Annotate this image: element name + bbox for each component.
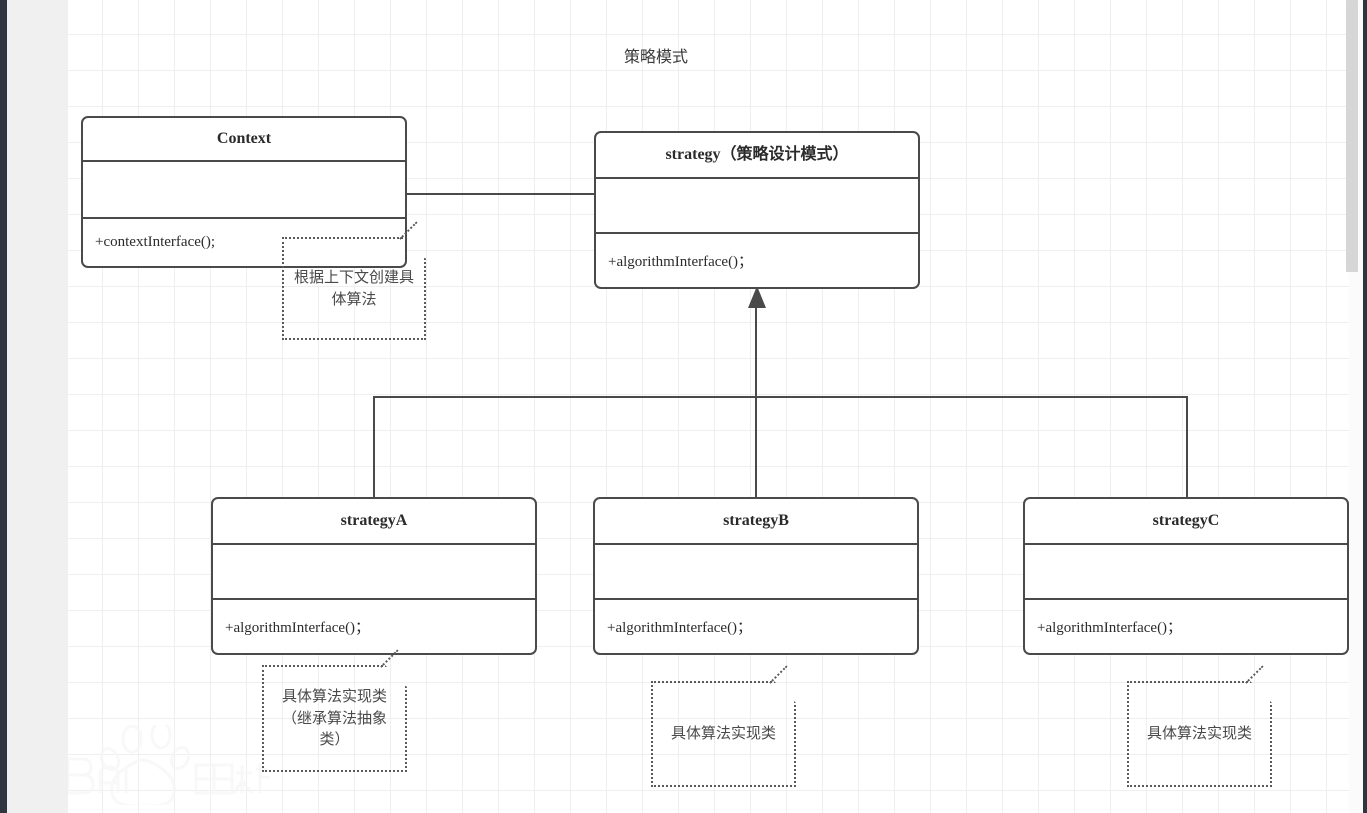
uml-operations-strategy: +algorithmInterface()；: [608, 254, 754, 270]
generalization-drop-line-strategy-b: [755, 396, 758, 498]
generalization-stem-line: [755, 307, 758, 399]
uml-class-name-strategy-b: strategyB: [595, 499, 917, 545]
window-left-rail: [0, 0, 7, 813]
generalization-drop-line-strategy-c: [1186, 396, 1189, 498]
uml-attributes-strategy-a: [213, 545, 535, 600]
page-left-margin: [7, 0, 68, 813]
vertical-scrollbar-thumb[interactable]: [1346, 0, 1358, 272]
vertical-scrollbar-track[interactable]: [1346, 0, 1363, 813]
uml-operations-context: +contextInterface();: [95, 234, 216, 250]
uml-note-strategy-b[interactable]: 具体算法实现类: [651, 665, 804, 787]
diagram-title: 策略模式: [624, 47, 689, 66]
uml-note-context[interactable]: 根据上下文创建具体算法: [282, 221, 434, 340]
uml-note-strategy-a[interactable]: 具体算法实现类（继承算法抽象类）: [262, 649, 415, 772]
note-border: [262, 665, 407, 772]
uml-operations-strategy-c: +algorithmInterface()；: [1037, 620, 1183, 636]
uml-attributes-strategy-c: [1025, 545, 1347, 600]
uml-class-strategy-a[interactable]: strategyA +algorithmInterface()；: [211, 497, 537, 655]
uml-attributes-context: [83, 162, 405, 219]
uml-note-strategy-c[interactable]: 具体算法实现类: [1127, 665, 1280, 787]
uml-class-strategy[interactable]: strategy（策略设计模式） +algorithmInterface()；: [594, 131, 920, 289]
uml-class-name-strategy: strategy（策略设计模式）: [596, 133, 918, 179]
uml-note-text-context: 根据上下文创建具体算法: [293, 267, 414, 308]
uml-class-name-strategy-a: strategyA: [213, 499, 535, 545]
baidu-baike-watermark-icon: [68, 720, 280, 808]
generalization-arrowhead-icon: [748, 286, 766, 308]
uml-class-strategy-c[interactable]: strategyC +algorithmInterface()；: [1023, 497, 1349, 655]
uml-class-context[interactable]: Context +contextInterface();: [81, 116, 407, 268]
uml-class-strategy-b[interactable]: strategyB +algorithmInterface()；: [593, 497, 919, 655]
uml-note-text-strategy-a: 具体算法实现类（继承算法抽象类）: [281, 686, 387, 749]
window-right-rail: [1363, 0, 1367, 813]
diagram-canvas: 策略模式 Context +contextInterface(); strate…: [68, 0, 1349, 813]
uml-note-text-strategy-c: 具体算法实现类: [1146, 724, 1252, 743]
uml-attributes-strategy: [596, 179, 918, 234]
uml-class-name-strategy-c: strategyC: [1025, 499, 1347, 545]
note-border: [1127, 681, 1272, 787]
note-border: [651, 681, 796, 787]
generalization-bus-line: [373, 396, 1188, 399]
uml-class-name-context: Context: [83, 118, 405, 162]
uml-note-text-strategy-b: 具体算法实现类: [670, 724, 776, 743]
uml-operations-strategy-a: +algorithmInterface()；: [225, 620, 371, 636]
generalization-drop-line-strategy-a: [373, 396, 376, 498]
uml-attributes-strategy-b: [595, 545, 917, 600]
note-border: [282, 237, 426, 340]
uml-operations-strategy-b: +algorithmInterface()；: [607, 620, 753, 636]
association-line-context-to-strategy: [405, 193, 654, 196]
